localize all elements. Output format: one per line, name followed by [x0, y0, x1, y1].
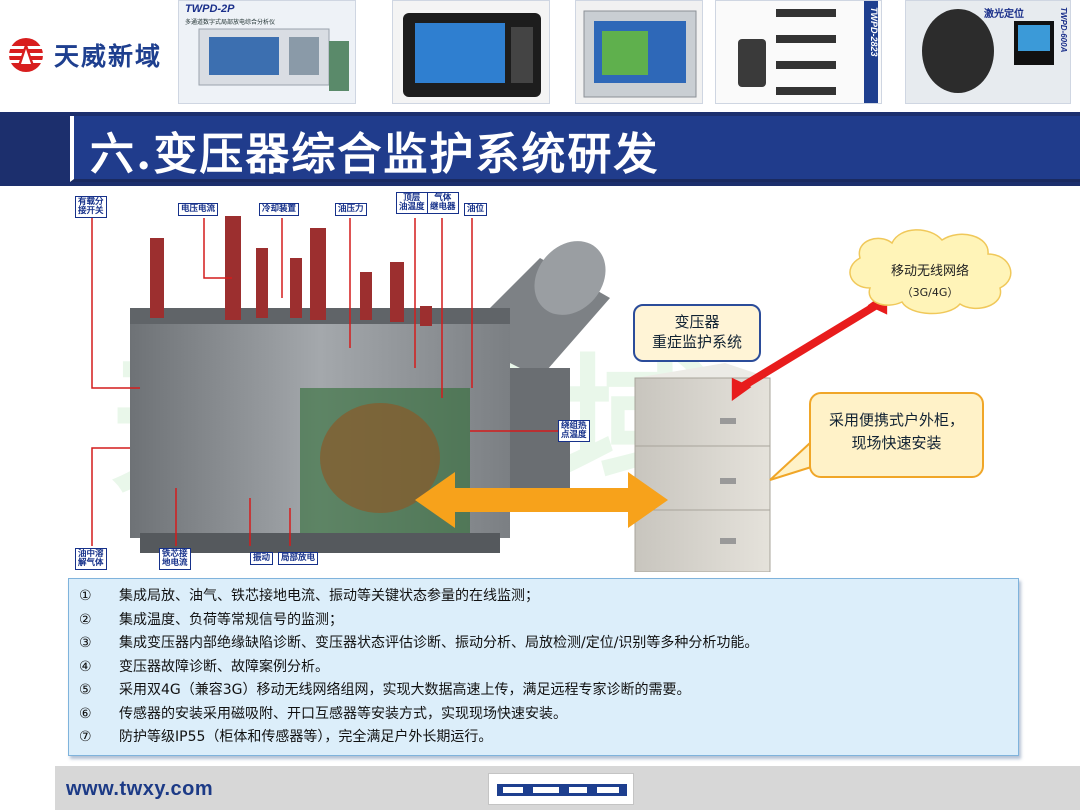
product-thumbnail-1: TWPD-2P 多通道数字式局部放电综合分析仪 [178, 0, 356, 104]
instrument-image [179, 1, 356, 104]
instrument-image [576, 1, 703, 104]
list-number: ⑦ [79, 726, 119, 750]
label-oil-pressure: 油压力 [335, 203, 367, 216]
label-gas-relay: 气体 继电器 [427, 192, 459, 214]
cloud-sublabel: （3G/4G） [860, 284, 1000, 300]
product-thumbnail-5: 激光定位 TWPD-600A [905, 0, 1071, 104]
label-cooling: 冷却装置 [259, 203, 299, 216]
list-text: 集成变压器内部绝缘缺陷诊断、变压器状态评估诊断、振动分析、局放检测/定位/识别等… [119, 632, 758, 656]
system-label-line2: 重症监护系统 [635, 332, 759, 352]
label-dissolved-gas: 油中溶 解气体 [75, 548, 107, 570]
list-text: 传感器的安装采用磁吸附、开口互感器等安装方式，实现现场快速安装。 [119, 703, 567, 727]
list-number: ② [79, 609, 119, 633]
list-number: ③ [79, 632, 119, 656]
cloud-label: 移动无线网络 [860, 260, 1000, 279]
system-label-line1: 变压器 [635, 312, 759, 332]
cabinet-callout: 采用便携式户外柜， 现场快速安装 [809, 392, 984, 478]
instrument-image [716, 1, 882, 104]
list-text: 集成局放、油气、铁芯接地电流、振动等关键状态参量的在线监测； [119, 585, 539, 609]
label-partial-discharge: 局部放电 [278, 552, 318, 565]
label-voltage-current: 电压电流 [178, 203, 218, 216]
list-number: ④ [79, 656, 119, 680]
diagram-graphics: 天威新域 [70, 188, 1030, 572]
list-text: 集成温度、负荷等常规信号的监测； [119, 609, 343, 633]
cabinet-note-line2: 现场快速安装 [811, 432, 982, 455]
label-oil-level: 油位 [464, 203, 487, 216]
company-logo-icon [4, 36, 48, 74]
list-number: ⑥ [79, 703, 119, 727]
list-text: 采用双4G（兼容3G）移动无线网络组网，实现大数据高速上传，满足远程专家诊断的需… [119, 679, 691, 703]
page-title: 六.变压器综合监护系统研发 [90, 118, 659, 182]
system-diagram: 天威新域 [70, 188, 1030, 572]
label-top-oil-temp: 顶层 油温度 [396, 192, 428, 214]
list-number: ⑤ [79, 679, 119, 703]
company-name: 天威新域 [54, 37, 162, 73]
company-logo: 天威新域 [4, 36, 162, 74]
list-text: 变压器故障诊断、故障案例分析。 [119, 656, 329, 680]
cabinet-note-line1: 采用便携式户外柜， [811, 409, 982, 432]
thumbnail-model: TWPD-600A [1059, 7, 1068, 52]
footer-logo [488, 773, 634, 805]
product-thumbnail-3 [575, 0, 703, 104]
footer-logo-icon [489, 774, 635, 806]
thumbnail-caption: TWPD-2823 [869, 7, 879, 57]
list-number: ① [79, 585, 119, 609]
label-core-ground-current: 铁芯接 地电流 [159, 548, 191, 570]
thumbnail-caption: 激光定位 [984, 5, 1024, 20]
footer-website-link[interactable]: www.twxy.com [66, 778, 213, 801]
instrument-image [393, 1, 550, 104]
product-thumbnail-2 [392, 0, 550, 104]
label-vibration: 振动 [250, 552, 273, 565]
list-text: 防护等级IP55（柜体和传感器等），完全满足户外长期运行。 [119, 726, 492, 750]
label-winding-hotspot: 绕组热 点温度 [558, 420, 590, 442]
system-label-box: 变压器 重症监护系统 [633, 304, 761, 362]
label-oltc: 有载分 接开关 [75, 196, 107, 218]
monitor-cabinet [635, 363, 770, 572]
product-thumbnail-4: TWPD-2823 [715, 0, 882, 104]
